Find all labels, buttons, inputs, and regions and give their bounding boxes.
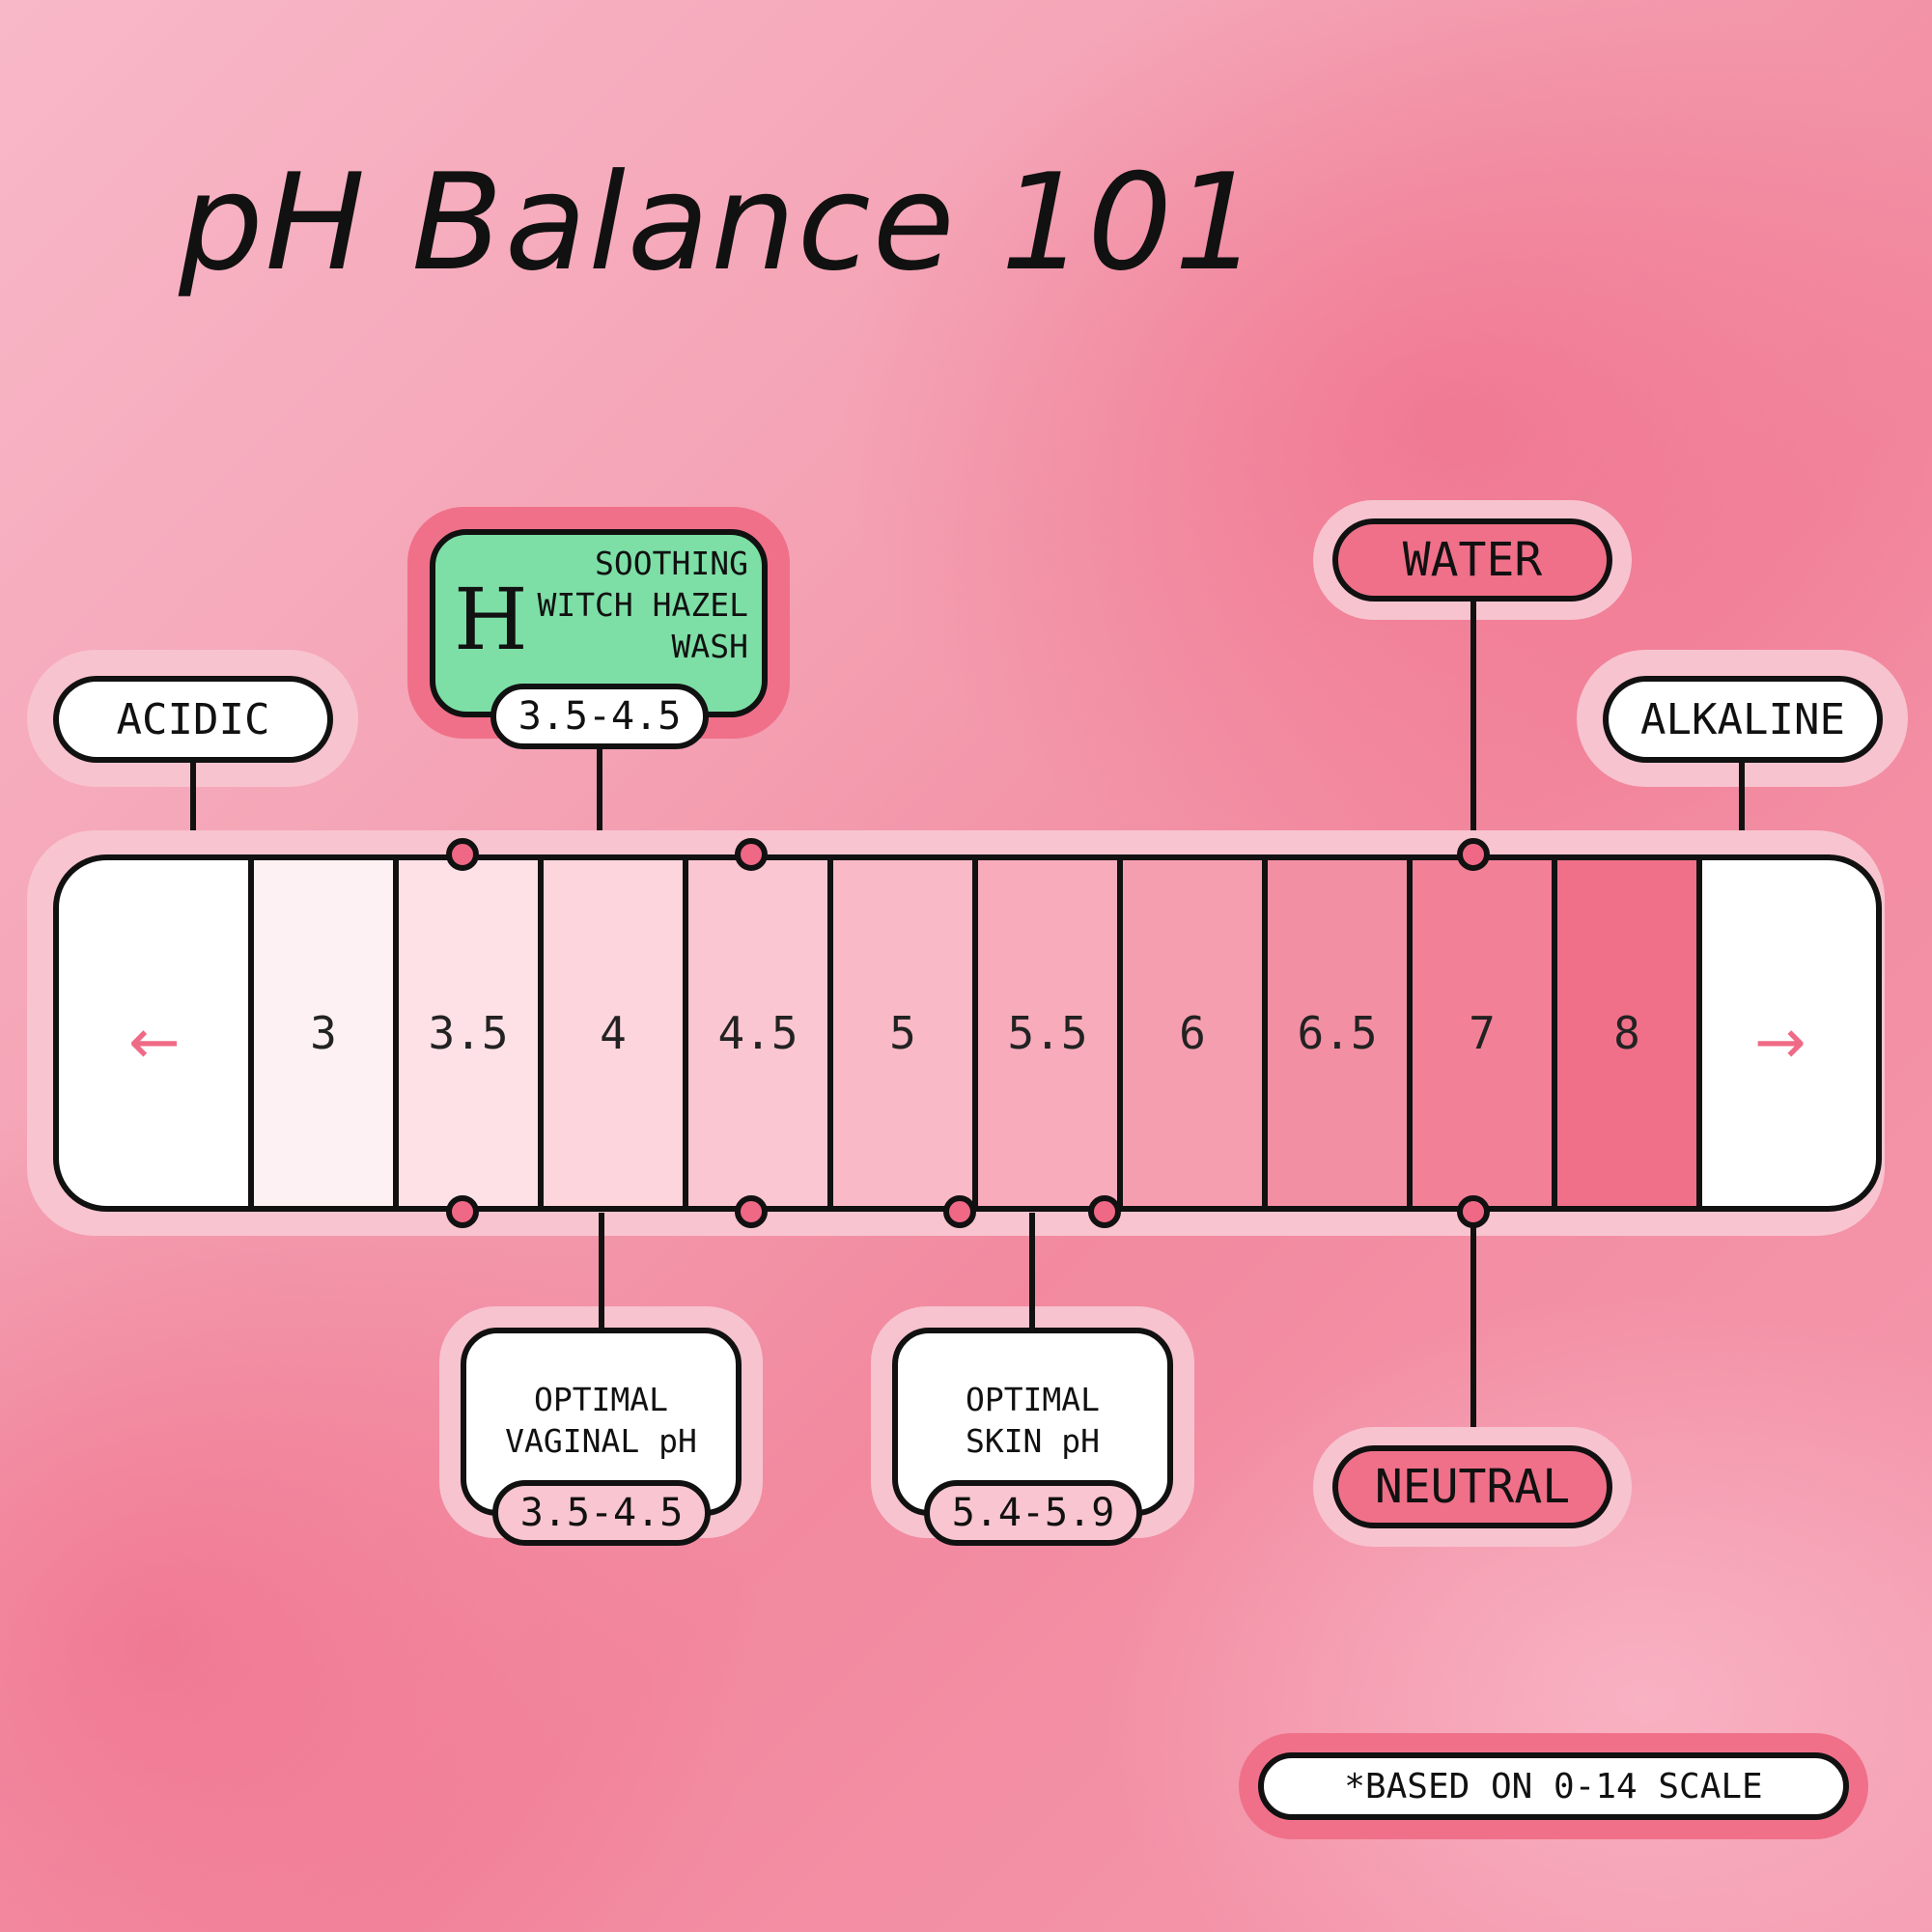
marker-dot xyxy=(943,1195,976,1228)
vaginal-range: 3.5-4.5 xyxy=(492,1480,711,1546)
scale-cell: 7 xyxy=(1407,860,1552,1206)
scale-cell: 6.5 xyxy=(1262,860,1407,1206)
marker-dot xyxy=(1457,838,1490,871)
neutral-connector xyxy=(1470,1213,1476,1452)
marker-dot xyxy=(446,838,479,871)
marker-dot xyxy=(1457,1195,1490,1228)
marker-dot xyxy=(1088,1195,1121,1228)
acidic-label: ACIDIC xyxy=(53,676,333,763)
arrow-right-icon: → xyxy=(1754,1007,1806,1078)
marker-dot xyxy=(735,1195,768,1228)
scale-cell: 8 xyxy=(1552,860,1702,1206)
marker-dot xyxy=(446,1195,479,1228)
scale-cell: 6 xyxy=(1117,860,1262,1206)
alkaline-label: ALKALINE xyxy=(1603,676,1883,763)
water-connector xyxy=(1470,600,1476,855)
scale-cell: 5 xyxy=(827,860,972,1206)
vaginal-label: OPTIMAL VAGINAL pH xyxy=(505,1381,697,1460)
skin-range: 5.4-5.9 xyxy=(924,1480,1142,1546)
vaginal-connector xyxy=(599,1213,604,1329)
neutral-label: NEUTRAL xyxy=(1332,1445,1612,1528)
arrow-left-icon: ← xyxy=(128,1007,181,1078)
page-title: pH Balance 101 xyxy=(179,145,1261,300)
scale-cell: 4 xyxy=(538,860,683,1206)
product-name: SOOTHING WITCH HAZEL WASH xyxy=(537,545,748,665)
scale-cell: 3 xyxy=(248,860,393,1206)
scale-cell: 4.5 xyxy=(683,860,827,1206)
alkaline-connector xyxy=(1739,761,1745,857)
marker-dot xyxy=(735,838,768,871)
product-range: 3.5-4.5 xyxy=(490,684,709,749)
footnote: *BASED ON 0-14 SCALE xyxy=(1258,1752,1849,1820)
water-label: WATER xyxy=(1332,518,1612,602)
scale-cell: 5.5 xyxy=(972,860,1117,1206)
skin-connector xyxy=(1029,1213,1035,1329)
acidic-connector xyxy=(190,761,196,857)
product-connector xyxy=(597,747,602,855)
scale-cell: 3.5 xyxy=(393,860,538,1206)
brand-logo-icon: H xyxy=(454,570,528,669)
skin-label: OPTIMAL SKIN pH xyxy=(965,1381,1101,1460)
